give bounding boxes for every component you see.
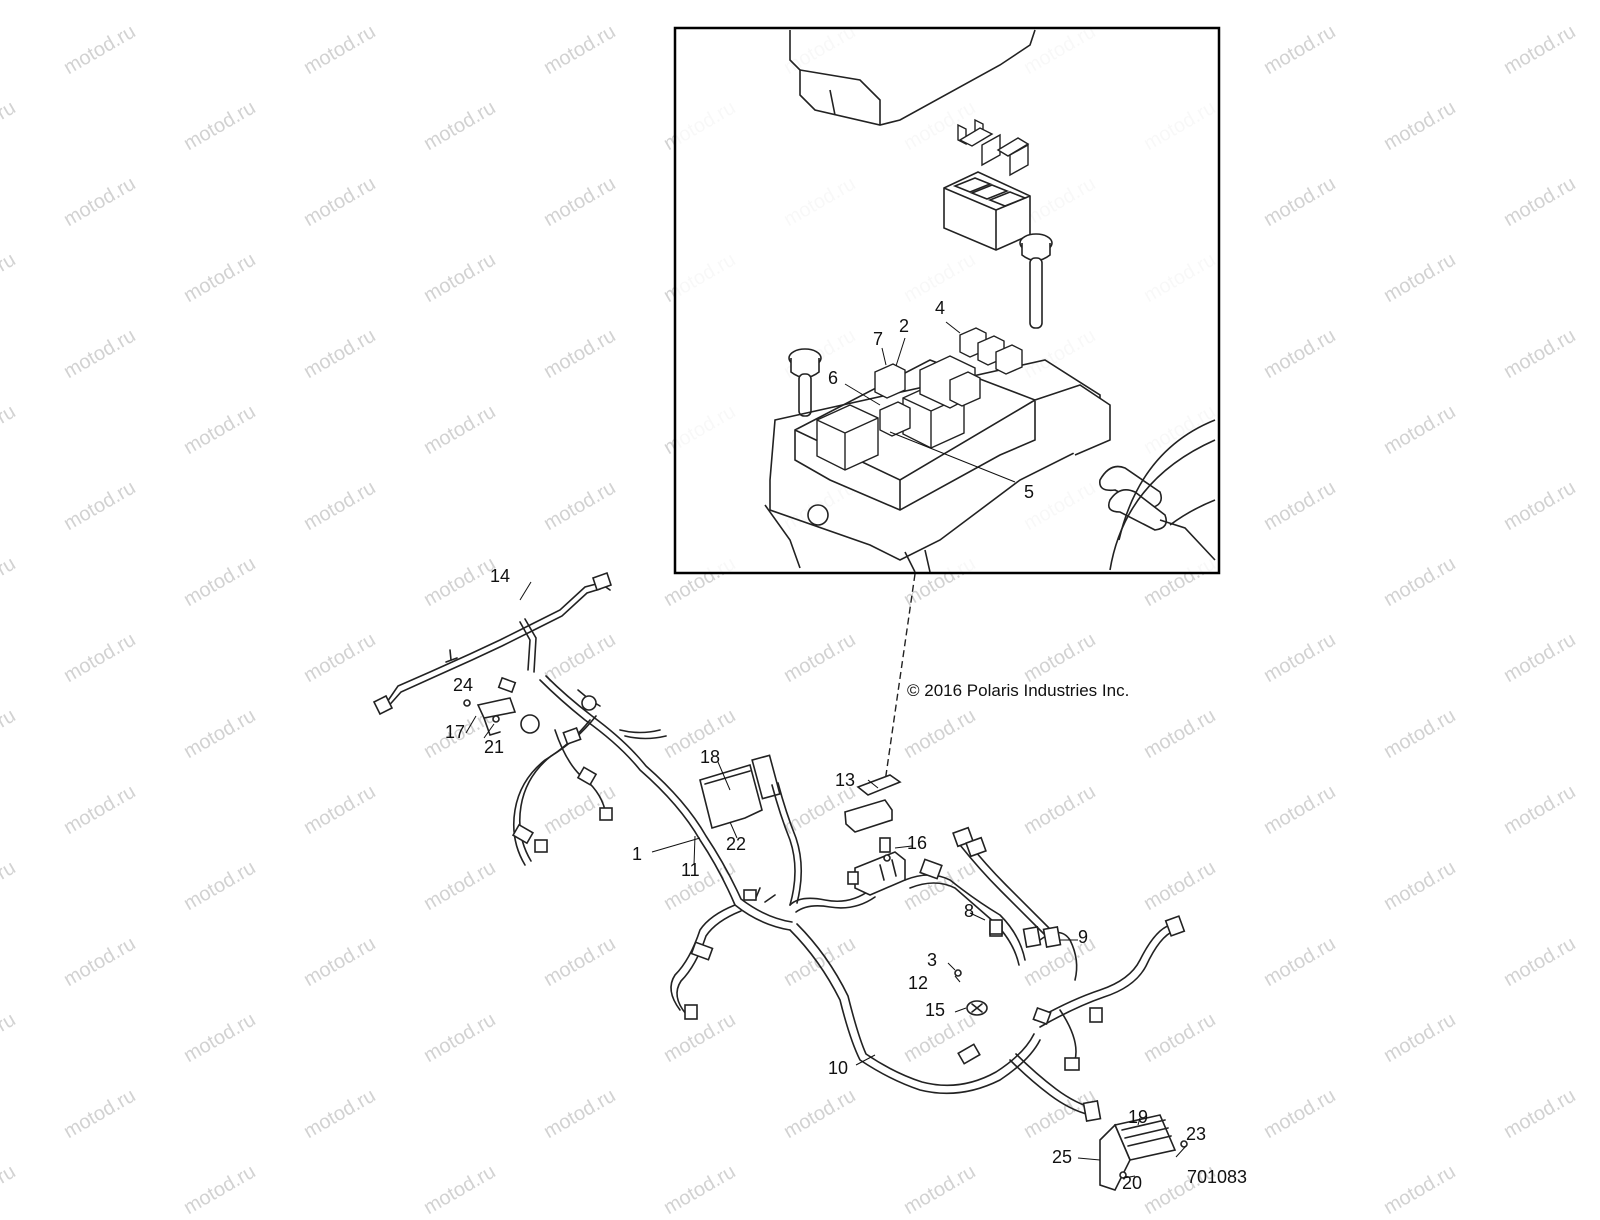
callout-5: 5	[1024, 482, 1035, 502]
callout-4: 4	[935, 298, 946, 318]
callout-9: 9	[1078, 927, 1089, 947]
callout-16: 16	[907, 833, 928, 853]
copyright-notice: © 2016 Polaris Industries Inc.	[907, 681, 1130, 700]
relay-block	[943, 171, 1031, 251]
callout-6: 6	[828, 368, 839, 388]
callout-22: 22	[726, 834, 747, 854]
callout-19: 19	[1128, 1107, 1149, 1127]
battery-cable	[1098, 419, 1216, 571]
inset-leaders	[844, 321, 1016, 483]
callout-leaders	[465, 581, 1187, 1179]
callout-13: 13	[835, 770, 856, 790]
callout-3: 3	[927, 950, 938, 970]
relays	[816, 327, 1023, 471]
callout-2: 2	[899, 316, 910, 336]
callout-7: 7	[873, 329, 884, 349]
main-wiring-harness	[372, 571, 1188, 1191]
callout-15: 15	[925, 1000, 946, 1020]
callout-14: 14	[490, 566, 511, 586]
callout-18: 18	[700, 747, 721, 767]
inset-detail	[673, 26, 1221, 575]
callout-1: 1	[632, 844, 643, 864]
callout-23: 23	[1186, 1124, 1207, 1144]
callout-10: 10	[828, 1058, 849, 1078]
callout-21: 21	[484, 737, 505, 757]
callout-17: 17	[445, 722, 466, 742]
callout-24: 24	[453, 675, 474, 695]
callout-20: 20	[1122, 1173, 1143, 1193]
callout-8: 8	[964, 901, 975, 921]
callout-12: 12	[908, 973, 929, 993]
callout-25: 25	[1052, 1147, 1073, 1167]
fusebox-cover	[789, 29, 1036, 126]
inset-connector-dashed	[884, 573, 916, 783]
bolts	[788, 233, 1053, 417]
fuse-set	[957, 118, 1030, 177]
diagram-reference-number: 701083	[1187, 1167, 1248, 1187]
callout-11: 11	[681, 860, 700, 880]
